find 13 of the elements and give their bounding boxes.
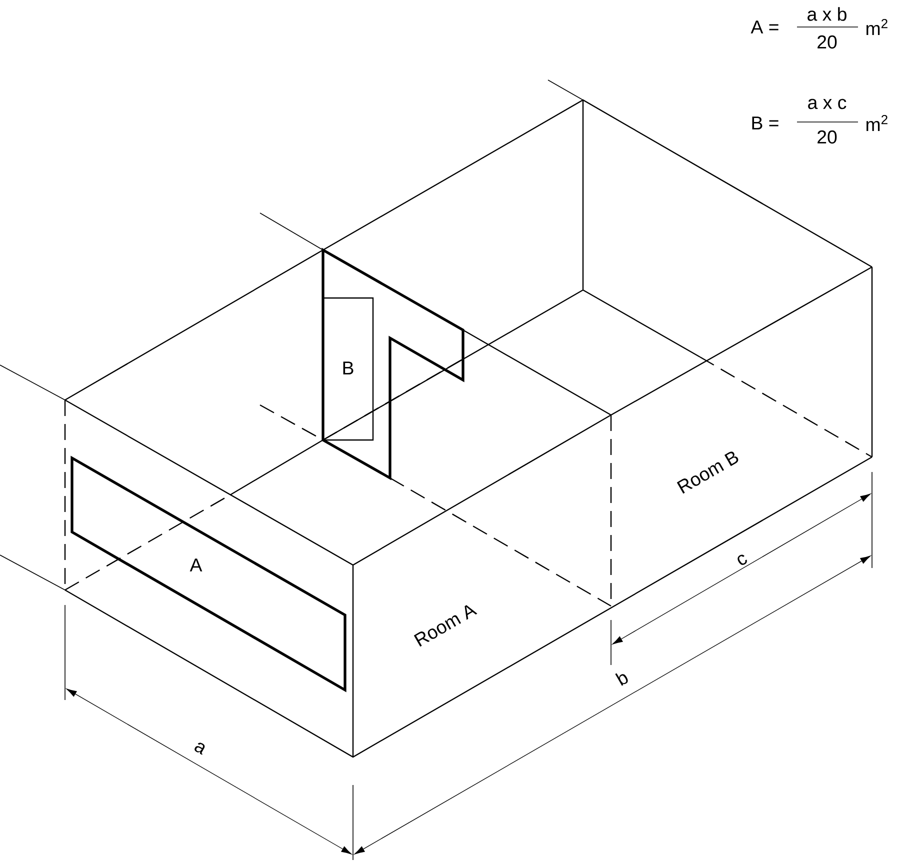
unit-text: m$^{2}$ [866, 18, 888, 36]
dimension-label: c [738, 554, 747, 565]
room-label: Room A [414, 605, 478, 647]
unit-text: m$^{2}$ [866, 114, 888, 132]
formula-text: B = [752, 116, 778, 130]
formula-text: a x c [808, 98, 846, 110]
formula-text: 20 [818, 35, 837, 49]
formula-text: a x b [808, 7, 846, 21]
dimension-label: a [194, 742, 205, 755]
dimension-label: b [615, 673, 628, 686]
room-label: Room B [676, 452, 738, 494]
formula-text: A = [750, 20, 778, 34]
formula-text: 20 [818, 130, 837, 144]
